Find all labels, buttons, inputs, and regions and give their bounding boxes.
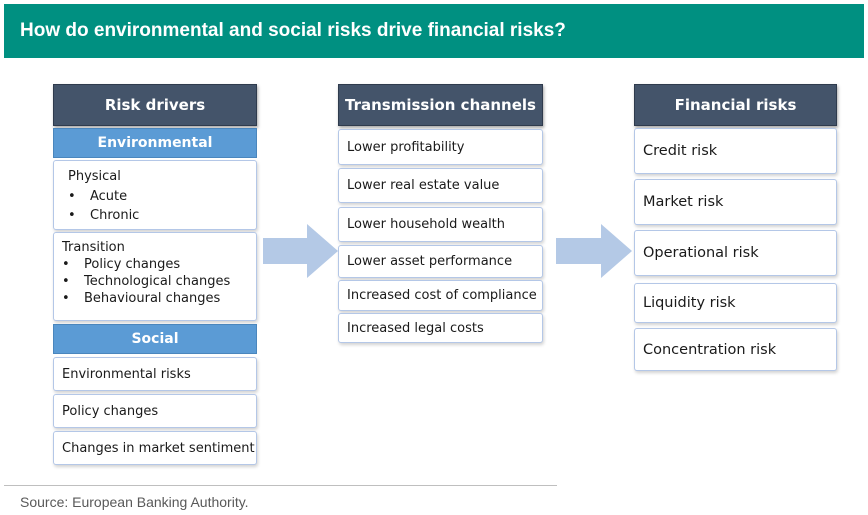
channel-item: Lower household wealth (338, 207, 543, 242)
financial-risk-credit: Credit risk (634, 128, 837, 174)
source-note: Source: European Banking Authority. (20, 494, 249, 510)
social-item-market-sentiment: Changes in market sentiment (53, 431, 257, 465)
social-item-policy-changes: Policy changes (53, 394, 257, 428)
financial-risk-market: Market risk (634, 179, 837, 225)
physical-title: Physical (68, 169, 121, 184)
financial-risk-liquidity: Liquidity risk (634, 283, 837, 323)
financial-risk-concentration: Concentration risk (634, 328, 837, 371)
transition-item: •Behavioural changes (62, 291, 221, 306)
transition-box: Transition •Policy changes •Technologica… (53, 232, 257, 321)
social-subheader: Social (53, 324, 257, 354)
channel-item: Lower asset performance (338, 245, 543, 278)
financial-risk-operational: Operational risk (634, 230, 837, 276)
divider (4, 485, 557, 486)
transmission-channels-header: Transmission channels (338, 84, 543, 126)
channel-item: Increased cost of compliance (338, 280, 543, 311)
arrow-right-icon (263, 224, 338, 278)
transition-item: •Policy changes (62, 257, 181, 272)
risk-drivers-header: Risk drivers (53, 84, 257, 126)
social-item-environmental-risks: Environmental risks (53, 357, 257, 391)
physical-box: Physical •Acute •Chronic (53, 160, 257, 230)
page-title: How do environmental and social risks dr… (4, 4, 864, 58)
transition-item: •Technological changes (62, 274, 231, 289)
channel-item: Lower profitability (338, 129, 543, 165)
channel-item: Lower real estate value (338, 168, 543, 203)
arrow-right-icon (556, 224, 632, 278)
financial-risks-header: Financial risks (634, 84, 837, 126)
environmental-subheader: Environmental (53, 128, 257, 158)
channel-item: Increased legal costs (338, 313, 543, 343)
transition-title: Transition (62, 240, 125, 255)
physical-item: •Acute (68, 189, 128, 204)
physical-item: •Chronic (68, 208, 140, 223)
